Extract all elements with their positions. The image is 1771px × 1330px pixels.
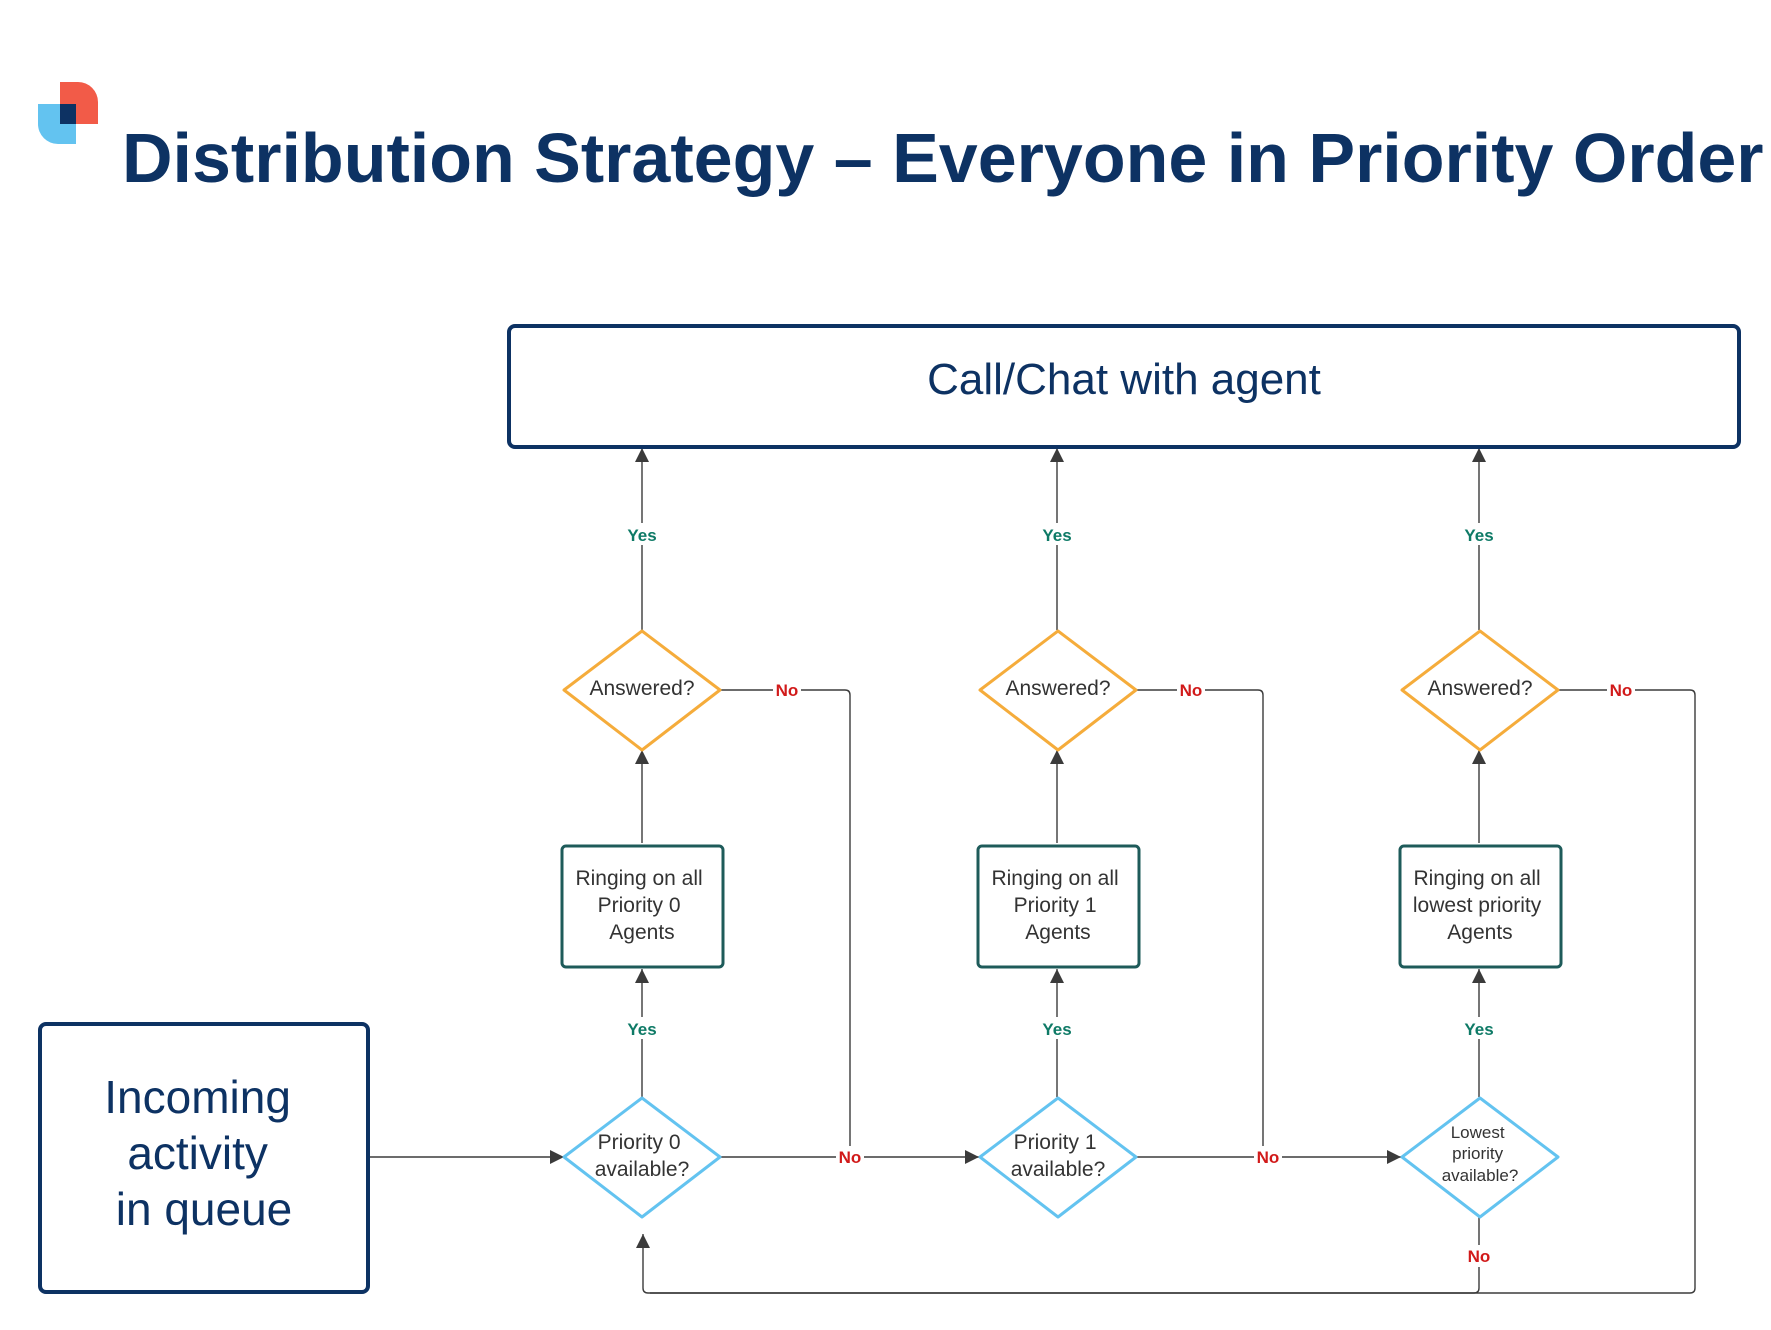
brand-logo-icon xyxy=(38,82,98,144)
yes-label: Yes xyxy=(1042,526,1071,545)
answered-decision-2: Answered? xyxy=(1400,629,1560,752)
available-decision-lowest: Lowest priority available? xyxy=(1400,1096,1560,1219)
ring-box-label: Ringing on all Priority 0 Agents xyxy=(575,867,708,944)
available-label: Lowest priority available? xyxy=(1442,1123,1519,1185)
answered-decision-0: Answered? xyxy=(562,629,722,752)
ring-box-label: Ringing on all Priority 1 Agents xyxy=(991,867,1124,944)
no-label: No xyxy=(1468,1247,1491,1266)
incoming-box: Incoming activity in queue xyxy=(38,1022,370,1294)
connector-answered0-no xyxy=(720,689,851,1157)
available-label: Priority 1 available? xyxy=(1011,1131,1106,1181)
answered-label: Answered? xyxy=(589,677,694,700)
incoming-box-label: Incoming activity in queue xyxy=(104,1071,303,1235)
ring-box-lowest-priority: Ringing on all lowest priority Agents xyxy=(1398,844,1563,969)
answered-label: Answered? xyxy=(1005,677,1110,700)
yes-label: Yes xyxy=(627,526,656,545)
yes-label: Yes xyxy=(627,1020,656,1039)
available-label: Priority 0 available? xyxy=(595,1131,690,1181)
no-label: No xyxy=(776,681,799,700)
no-label: No xyxy=(1610,681,1633,700)
connector-answered2-no xyxy=(650,689,1696,1294)
answered-decision-1: Answered? xyxy=(978,629,1138,752)
available-decision-1: Priority 1 available? xyxy=(978,1096,1138,1219)
ring-box-label: Ringing on all lowest priority Agents xyxy=(1413,867,1547,944)
yes-label: Yes xyxy=(1042,1020,1071,1039)
yes-label: Yes xyxy=(1464,1020,1493,1039)
available-decision-0: Priority 0 available? xyxy=(562,1096,722,1219)
no-label: No xyxy=(1180,681,1203,700)
answered-label: Answered? xyxy=(1427,677,1532,700)
ring-box-priority-1: Ringing on all Priority 1 Agents xyxy=(976,844,1141,969)
yes-label: Yes xyxy=(1464,526,1493,545)
agent-box: Call/Chat with agent xyxy=(507,324,1741,449)
ring-box-priority-0: Ringing on all Priority 0 Agents xyxy=(560,844,725,969)
no-label: No xyxy=(839,1148,862,1167)
edge-labels: Yes Yes Yes Yes Yes Yes No No No No No N… xyxy=(622,523,1635,1267)
no-label: No xyxy=(1257,1148,1280,1167)
agent-box-label: Call/Chat with agent xyxy=(927,355,1321,404)
connector-answered1-no xyxy=(1135,689,1264,1157)
connector-avail2-loopback xyxy=(636,1217,1480,1294)
page-title: Distribution Strategy – Everyone in Prio… xyxy=(122,119,1764,197)
